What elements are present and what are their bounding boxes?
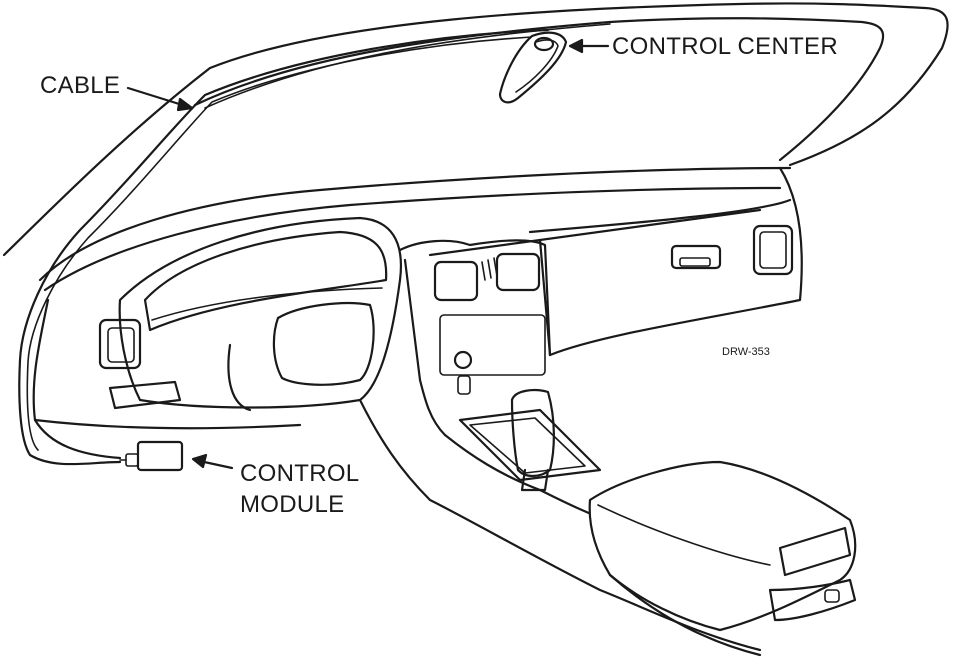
- control-module-unit: [119, 440, 184, 472]
- drawing-number: DRW-353: [722, 346, 770, 358]
- leader-arrows: [126, 38, 610, 470]
- windshield: [2, 2, 949, 257]
- cable-arrow-head: [176, 97, 194, 112]
- control-module-label-line1: CONTROL: [240, 460, 360, 487]
- control-center-arrow-head: [568, 38, 584, 54]
- cable-line: [18, 28, 556, 466]
- control-module-label-line2: MODULE: [240, 491, 345, 518]
- dashboard: [32, 166, 803, 460]
- control-module-label: CONTROL MODULE: [240, 458, 359, 520]
- control-center-unit: [498, 31, 568, 104]
- control-center-label: CONTROL CENTER: [612, 33, 838, 60]
- center-console: [358, 389, 857, 657]
- control-module-arrow-head: [191, 453, 208, 469]
- cable-label: CABLE: [40, 72, 121, 99]
